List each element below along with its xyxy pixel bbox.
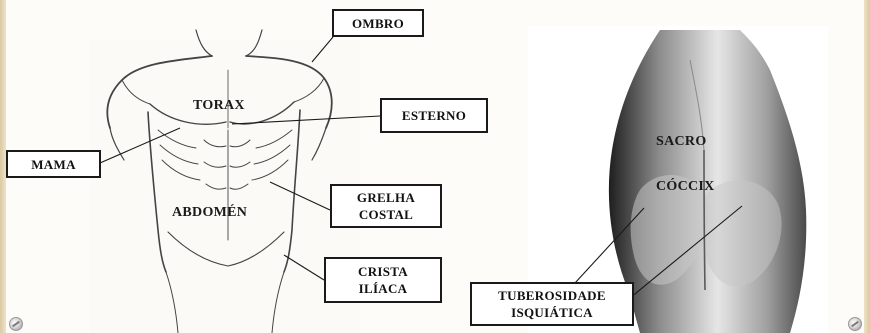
sacro-label: SACRO [656, 134, 707, 150]
ombro-label-text: OMBRO [352, 15, 404, 32]
torso-sketch [90, 30, 360, 333]
screw-bottom-left-icon [9, 317, 23, 331]
mama-label-text: MAMA [31, 156, 76, 173]
grelha-costal-label-line2: COSTAL [359, 206, 413, 223]
crista-iliaca-label-line2: ILÍACA [359, 280, 408, 297]
tuberosidade-label-line2: ISQUIÁTICA [511, 304, 593, 321]
torax-label: TORAX [193, 98, 245, 114]
tuberosidade-label-line1: TUBEROSIDADE [498, 287, 606, 304]
esterno-label: ESTERNO [380, 98, 488, 133]
grelha-costal-label-line1: GRELHA [357, 189, 415, 206]
crista-iliaca-label-line1: CRISTA [358, 263, 408, 280]
crista-iliaca-label: CRISTA ILÍACA [324, 257, 442, 303]
abdomen-label: ABDOMÉN [172, 205, 247, 221]
grelha-costal-label: GRELHA COSTAL [330, 184, 442, 228]
screw-bottom-right-icon [848, 317, 862, 331]
coccix-label: CÓCCIX [656, 179, 715, 195]
mama-label: MAMA [6, 150, 101, 178]
ombro-label: OMBRO [332, 9, 424, 37]
tuberosidade-isquiatica-label: TUBEROSIDADE ISQUIÁTICA [470, 282, 634, 326]
esterno-label-text: ESTERNO [402, 107, 466, 124]
